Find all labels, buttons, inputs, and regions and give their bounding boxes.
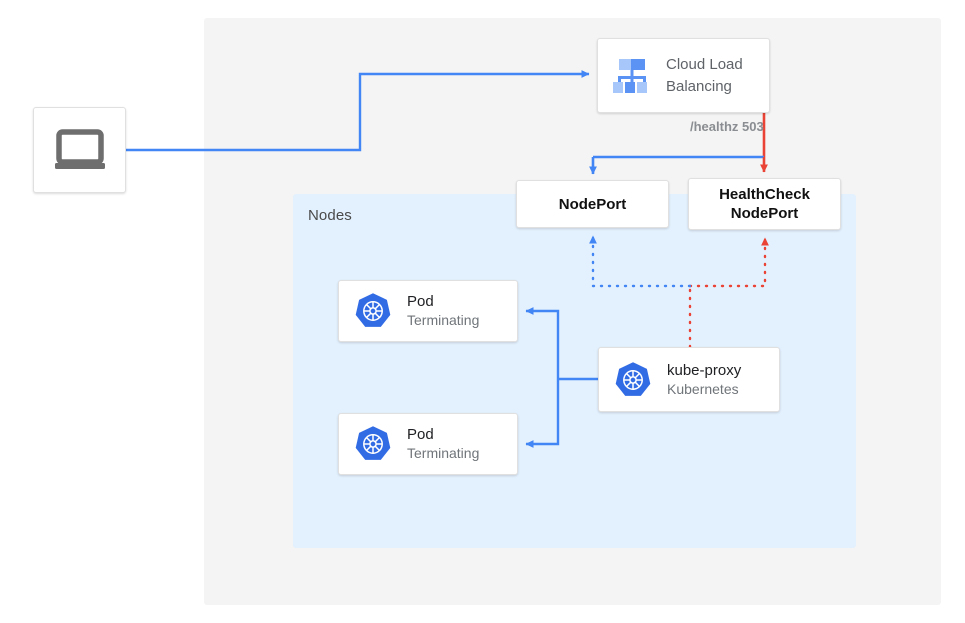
kube-proxy-text: kube-proxy Kubernetes <box>667 361 741 399</box>
healthcheck-nodeport-label: HealthCheck NodePort <box>719 185 810 223</box>
pod-node-2[interactable]: Pod Terminating <box>338 413 518 475</box>
pod-text-2: Pod Terminating <box>407 425 479 463</box>
healthz-status-label: /healthz 503 <box>690 119 764 134</box>
edge-bus-to-pod-bottom <box>525 379 560 448</box>
kube-proxy-node[interactable]: kube-proxy Kubernetes <box>598 347 780 412</box>
kube-proxy-subtitle: Kubernetes <box>667 380 739 397</box>
pod-node-1[interactable]: Pod Terminating <box>338 280 518 342</box>
pod-title-1: Pod <box>407 293 434 310</box>
laptop-icon <box>54 129 106 171</box>
edge-junction-to-nodeport-dotted <box>589 234 692 288</box>
healthcheck-nodeport-node[interactable]: HealthCheck NodePort <box>688 178 841 230</box>
nodeport-label: NodePort <box>558 195 627 213</box>
healthcheck-nodeport-label-line1: HealthCheck <box>719 186 810 203</box>
pod-text-1: Pod Terminating <box>407 292 479 330</box>
kubernetes-icon <box>353 424 393 464</box>
pod-title-2: Pod <box>407 426 434 443</box>
edge-junction-to-healthcheck-dotted <box>688 236 769 288</box>
kube-proxy-title: kube-proxy <box>667 361 742 379</box>
pod-status-1: Terminating <box>407 312 480 328</box>
client-node[interactable] <box>33 107 126 193</box>
cloud-load-balancing-label: Cloud Load Balancing <box>666 54 743 98</box>
kubernetes-icon <box>613 360 653 400</box>
pod-status-2: Terminating <box>407 445 480 461</box>
cloud-load-balancing-label-line1: Cloud Load <box>666 55 743 73</box>
edge-client-to-loadbalancer <box>126 70 590 152</box>
cloud-load-balancing-label-line2: Balancing <box>666 77 732 95</box>
nodes-panel-label: Nodes <box>308 207 352 224</box>
edge-bus-to-pod-top <box>525 307 560 379</box>
cloud-load-balancing-icon <box>610 56 654 96</box>
cloud-load-balancing-node[interactable]: Cloud Load Balancing <box>597 38 770 113</box>
nodeport-node[interactable]: NodePort <box>516 180 669 228</box>
kubernetes-icon <box>353 291 393 331</box>
healthcheck-nodeport-label-line2: NodePort <box>730 205 799 222</box>
